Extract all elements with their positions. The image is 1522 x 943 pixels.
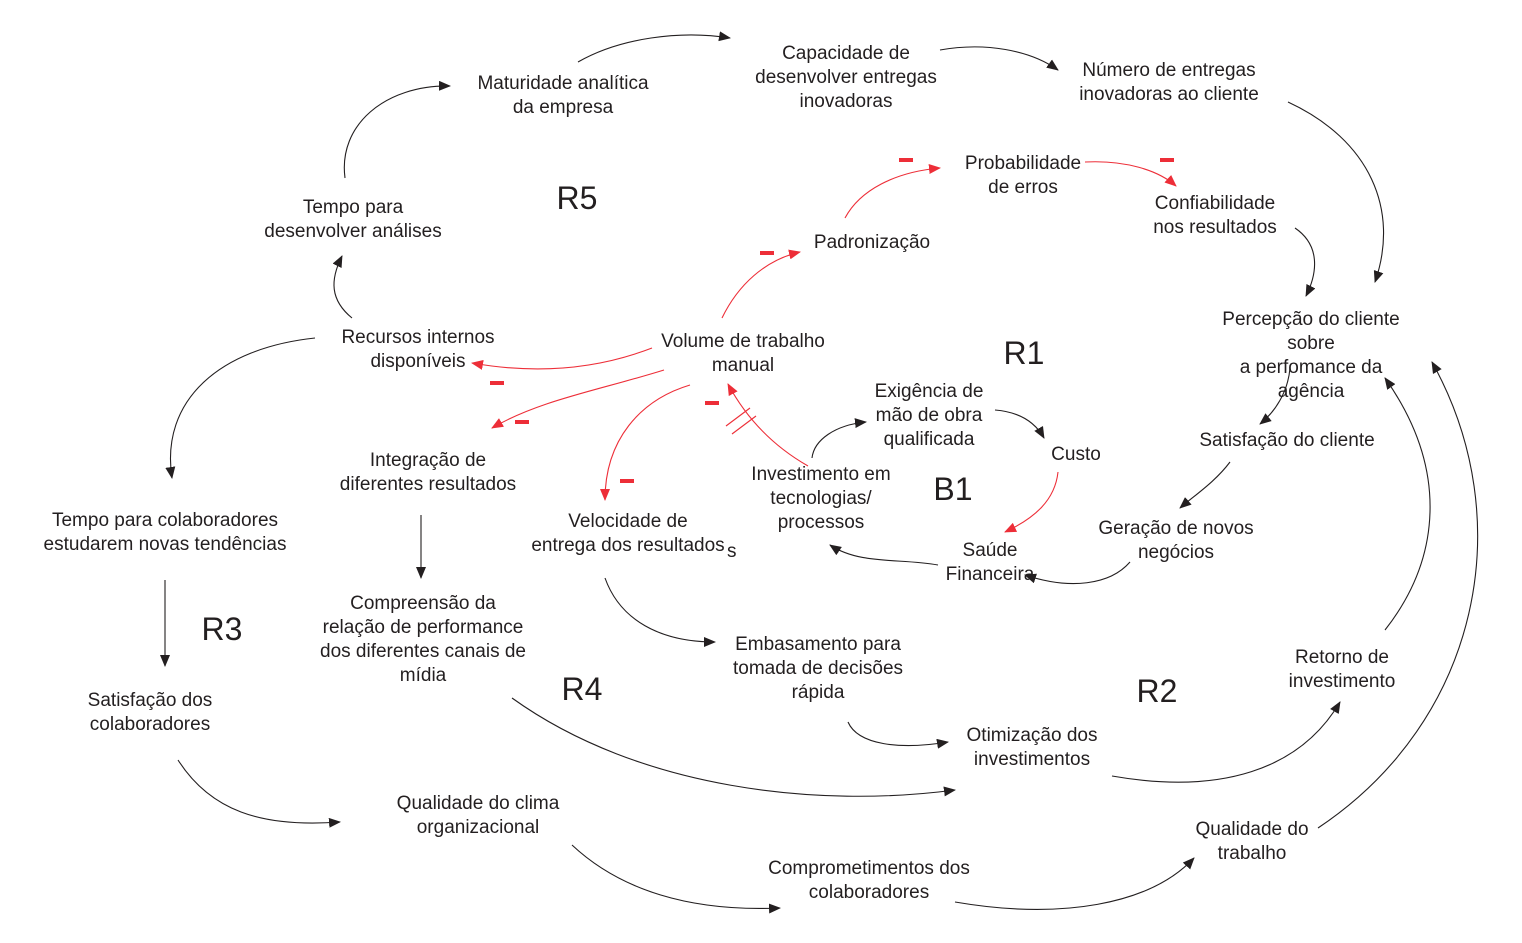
link-exigencia-custo: [994, 409, 1045, 439]
polarity-negative-volume-recursos: [490, 381, 504, 385]
var-velocidade-entrega: Velocidade de entrega dos resultados: [531, 511, 725, 556]
var-geracao-novos-negocios: Geração de novos negócios: [1098, 518, 1254, 563]
link-comprometimentos-qualidade-trabalho: [954, 857, 1195, 910]
loop-label-r2: R2: [1136, 673, 1178, 709]
link-retorno-percepcao: [1384, 377, 1431, 631]
link-investimento-volume: [727, 383, 809, 467]
var-probabilidade-erros: Probabilidade de erros: [964, 153, 1082, 198]
var-maturidade-analitica: Maturidade analítica da empresa: [477, 73, 649, 118]
delay-mark-1: [725, 407, 751, 427]
stray-character: s: [727, 541, 737, 562]
var-confiabilidade-resultados: Confiabilidade nos resultados: [1153, 193, 1277, 238]
link-capacidade-numero-entregas: [939, 46, 1059, 71]
polarity-negative-padronizacao-probabilidade: [899, 158, 913, 162]
var-investimento-tecnologias: Investimento em tecnologias/ processos: [751, 464, 891, 533]
var-retorno-investimento: Retorno de investimento: [1288, 647, 1396, 692]
loop-label-r4: R4: [561, 671, 603, 707]
var-saude-financeira: Saúde Financeira: [945, 540, 1035, 585]
link-numero-entregas-percepcao: [1287, 101, 1385, 283]
link-custo-saude: [1004, 471, 1059, 533]
link-percepcao-satisfacao-cliente: [1259, 367, 1291, 425]
link-volume-integracao: [491, 369, 665, 429]
link-compreensao-otimizacao: [511, 697, 956, 797]
var-tempo-colaboradores-tendencias: Tempo para colaboradores estudarem novas…: [43, 510, 287, 555]
var-custo: Custo: [1051, 444, 1101, 465]
link-recursos-tempo-analises: [332, 255, 353, 319]
link-maturidade-capacidade: [577, 31, 731, 63]
link-padronizacao-probabilidade: [844, 163, 941, 219]
link-recursos-tempo-colaboradores: [165, 337, 316, 479]
delay-mark-2: [731, 415, 757, 435]
link-satisfacao-colaboradores-clima: [177, 759, 341, 828]
var-recursos-internos: Recursos internos disponíveis: [341, 327, 495, 372]
link-qualidade-trabalho-percepcao: [1317, 361, 1479, 829]
link-volume-padronizacao: [721, 249, 801, 319]
link-geracao-saude: [1024, 561, 1131, 585]
var-tempo-desenvolver-analises: Tempo para desenvolver análises: [264, 197, 442, 242]
polarity-negative-volume-velocidade: [620, 479, 634, 483]
loop-label-r5: R5: [556, 180, 598, 216]
link-investimento-exigencia: [811, 418, 867, 459]
link-volume-recursos: [471, 347, 653, 370]
var-volume-trabalho-manual: Volume de trabalho manual: [661, 331, 825, 376]
var-padronizacao: Padronização: [813, 232, 931, 253]
link-volume-velocidade: [600, 384, 691, 501]
link-clima-comprometimentos: [571, 844, 781, 914]
var-embasamento-decisoes: Embasamento para tomada de decisões rápi…: [732, 634, 904, 703]
link-probabilidade-confiabilidade: [1084, 161, 1177, 187]
link-velocidade-embasamento: [604, 577, 716, 647]
var-integracao-resultados: Integração de diferentes resultados: [339, 450, 517, 495]
var-percepcao-cliente: Percepção do cliente sobre a perfomance …: [1222, 309, 1400, 402]
link-satisfacao-cliente-geracao: [1179, 461, 1231, 509]
var-comprometimentos-colaboradores: Comprometimentos dos colaboradores: [768, 858, 970, 903]
link-confiabilidade-percepcao: [1294, 227, 1316, 297]
link-embasamento-otimizacao: [847, 721, 949, 749]
var-qualidade-trabalho: Qualidade do trabalho: [1195, 819, 1309, 864]
var-satisfacao-colaboradores: Satisfação dos colaboradores: [87, 690, 213, 735]
var-compreensao-performance: Compreensão da relação de performance do…: [320, 593, 526, 686]
loop-label-r3: R3: [201, 611, 243, 647]
loop-label-r1: R1: [1003, 335, 1045, 371]
polarity-negative-volume-integracao: [515, 420, 529, 424]
link-tempo-analises-maturidade: [343, 80, 451, 179]
var-otimizacao-investimentos: Otimização dos investimentos: [966, 725, 1098, 770]
polarity-negative-volume-padronizacao: [760, 251, 774, 255]
link-otimizacao-retorno: [1111, 701, 1341, 783]
var-satisfacao-cliente: Satisfação do cliente: [1199, 430, 1375, 451]
link-saude-investimento: [829, 544, 939, 566]
loop-label-b1: B1: [933, 471, 973, 507]
var-numero-entregas-inovadoras: Número de entregas inovadoras ao cliente: [1079, 60, 1259, 105]
var-exigencia-mao-obra: Exigência de mão de obra qualificada: [874, 381, 984, 450]
polarity-negative-investimento-volume: [705, 401, 719, 405]
var-capacidade-entregas-inovadoras: Capacidade de desenvolver entregas inova…: [755, 43, 937, 112]
polarity-negative-probabilidade-confiabilidade: [1160, 158, 1174, 162]
var-qualidade-clima: Qualidade do clima organizacional: [396, 793, 560, 838]
